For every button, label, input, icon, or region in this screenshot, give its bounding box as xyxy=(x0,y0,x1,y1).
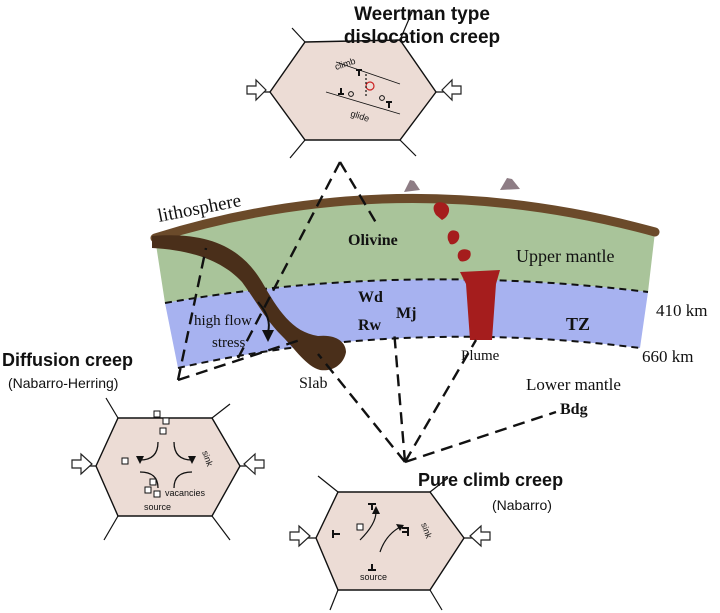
diffusion-title: Diffusion creep xyxy=(2,350,133,370)
transition-zone-layer xyxy=(165,279,648,368)
weertman-dislocation-2 xyxy=(338,88,344,95)
weertman-callout-right xyxy=(338,161,380,227)
bridgmanite-label: Bdg xyxy=(560,401,588,418)
vacancies-label: vacancies xyxy=(165,488,206,498)
lower-mantle-label: Lower mantle xyxy=(526,375,621,394)
plume-droplet-1 xyxy=(433,202,450,220)
weertman-right-arrow xyxy=(441,78,462,102)
ringwoodite-label: Rw xyxy=(358,317,382,334)
pure-climb-right-arrow xyxy=(469,524,491,548)
pure-climb-title: Pure climb creep xyxy=(418,470,563,490)
volcano-1 xyxy=(404,180,420,192)
transition-zone-label: TZ xyxy=(566,314,590,334)
climb-callout-bdg xyxy=(404,410,557,464)
flow-stress-arrow xyxy=(257,301,270,333)
weertman-dislocation-1 xyxy=(356,69,362,76)
stress-label: stress xyxy=(212,335,245,351)
climb-callout-rw xyxy=(392,329,407,463)
climb-callout-slab xyxy=(317,353,406,463)
slab-label: Slab xyxy=(299,375,327,392)
diffusion-right-arrow xyxy=(243,452,265,476)
majorite-label: Mj xyxy=(396,305,416,322)
subducting-slab xyxy=(152,235,346,371)
wadsleyite-label: Wd xyxy=(358,289,383,306)
lithosphere-band xyxy=(150,193,660,243)
olivine-label: Olivine xyxy=(348,232,398,249)
upper-mantle-layer xyxy=(155,198,655,303)
depth-410-label: 410 km xyxy=(656,301,707,320)
diffusion-grain: sink vacancies source xyxy=(71,397,265,541)
volcano-2 xyxy=(500,178,520,190)
depth-660-label: 660 km xyxy=(642,347,693,366)
plume-label: Plume xyxy=(461,348,500,364)
weertman-title-line1: Weertman type xyxy=(354,4,490,25)
weertman-title-line2: dislocation creep xyxy=(344,27,500,48)
diffusion-callout-top xyxy=(176,247,208,381)
upper-mantle-label: Upper mantle xyxy=(516,246,614,266)
diffusion-source-label: source xyxy=(144,502,171,512)
weertman-left-arrow xyxy=(246,78,267,102)
weertman-grain: climb glide xyxy=(246,11,462,159)
plume-droplet-2 xyxy=(447,230,460,245)
flow-stress-arrowhead xyxy=(262,330,274,342)
mantle-plume xyxy=(460,270,500,340)
diffusion-callout-bottom xyxy=(177,338,301,382)
pure-climb-source-label: source xyxy=(360,572,387,582)
climb-callout-plume xyxy=(403,339,478,463)
discontinuity-410-line xyxy=(164,278,649,304)
plume-droplet-3 xyxy=(457,249,471,262)
weertman-dislocation-3 xyxy=(386,101,392,108)
high-flow-label: high flow xyxy=(194,313,252,329)
pure-climb-left-arrow xyxy=(289,524,311,548)
pure-climb-grain: sink source xyxy=(289,475,491,611)
diffusion-subtitle: (Nabarro-Herring) xyxy=(8,375,118,391)
pure-climb-subtitle: (Nabarro) xyxy=(492,497,552,513)
diffusion-left-arrow xyxy=(71,452,93,476)
